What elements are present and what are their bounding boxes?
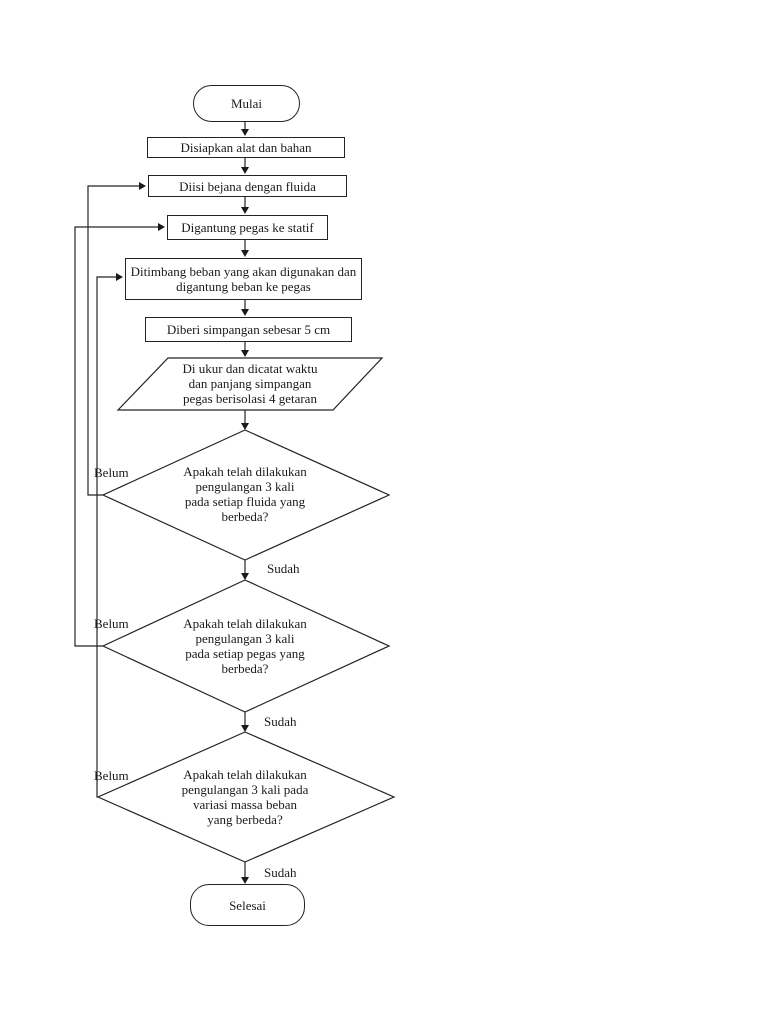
process-weigh-load: Ditimbang beban yang akan digunakan dan … (125, 258, 362, 300)
process-fill-vessel: Diisi bejana dengan fluida (148, 175, 347, 197)
measure-text: Di ukur dan dicatat waktu dan panjang si… (140, 361, 360, 406)
process-hang-spring: Digantung pegas ke statif (167, 215, 328, 240)
process-fill-vessel-label: Diisi bejana dengan fluida (179, 178, 316, 194)
measure-parallelogram (116, 357, 384, 411)
arrowhead-decision2-decision3 (241, 725, 249, 732)
arrowhead-belum-massa (116, 273, 123, 281)
arrowhead-decision1-decision2 (241, 573, 249, 580)
arrowhead-belum-fluida (139, 182, 146, 190)
start-terminator: Mulai (193, 85, 300, 122)
decision-massa-line3: variasi massa beban (193, 797, 297, 812)
arrowhead-decision3-end (241, 877, 249, 884)
edge-label-sudah-fluida: Sudah (267, 561, 300, 576)
decision-fluida-line2: pengulangan 3 kali (195, 479, 295, 494)
edge-label-belum-pegas: Belum (94, 616, 129, 631)
decision-pegas-line2: pengulangan 3 kali (195, 631, 295, 646)
decision-fluida-line3: pada setiap fluida yang (184, 494, 306, 509)
end-terminator: Selesai (190, 884, 305, 926)
edge-label-belum-fluida: Belum (94, 465, 129, 480)
edge-label-belum-massa: Belum (94, 768, 129, 783)
end-label: Selesai (229, 897, 266, 913)
process-prepare-label: Disiapkan alat dan bahan (180, 140, 312, 155)
measure-line2: dan panjang simpangan (188, 376, 312, 391)
process-hang-spring-label: Digantung pegas ke statif (181, 220, 314, 235)
loop-belum-pegas-line (74, 226, 158, 647)
loop-belum-massa-line (96, 276, 116, 798)
arrowhead-fill-hang (241, 207, 249, 214)
decision-massa-line1: Apakah telah dilakukan (183, 767, 307, 782)
arrowhead-weigh-displacement (241, 309, 249, 316)
decision-pegas-line1: Apakah telah dilakukan (183, 616, 307, 631)
edge-label-sudah-pegas: Sudah (264, 714, 297, 729)
decision-fluida-line1: Apakah telah dilakukan (183, 464, 307, 479)
decision-pegas-text: Apakah telah dilakukan pengulangan 3 kal… (155, 616, 335, 676)
arrowhead-belum-pegas (158, 223, 165, 231)
process-displacement: Diberi simpangan sebesar 5 cm (145, 317, 352, 342)
edge-label-sudah-massa: Sudah (264, 865, 297, 880)
decision-massa-line4: yang berbeda? (207, 812, 283, 827)
arrowhead-start-prepare (241, 129, 249, 136)
decision-massa-line2: pengulangan 3 kali pada (181, 782, 309, 797)
arrowhead-hang-weigh (241, 250, 249, 257)
process-weigh-load-line1: Ditimbang beban yang akan digunakan dan (130, 264, 357, 279)
process-weigh-load-line2: digantung beban ke pegas (176, 279, 311, 294)
arrowhead-displacement-measure (241, 350, 249, 357)
decision-fluida-line4: berbeda? (221, 509, 269, 524)
arrowhead-prepare-fill (241, 167, 249, 174)
measure-line1: Di ukur dan dicatat waktu (182, 361, 318, 376)
decision-massa-text: Apakah telah dilakukan pengulangan 3 kal… (155, 767, 335, 827)
start-label: Mulai (230, 96, 263, 111)
process-displacement-label: Diberi simpangan sebesar 5 cm (166, 322, 331, 337)
decision-fluida-text: Apakah telah dilakukan pengulangan 3 kal… (155, 464, 335, 524)
decision-pegas-line3: pada setiap pegas yang (185, 646, 305, 661)
arrowhead-measure-decision1 (241, 423, 249, 430)
loop-belum-fluida-line (87, 185, 139, 496)
process-prepare: Disiapkan alat dan bahan (147, 137, 345, 158)
measure-line3: pegas berisolasi 4 getaran (183, 391, 317, 406)
decision-pegas-line4: berbeda? (221, 661, 269, 676)
